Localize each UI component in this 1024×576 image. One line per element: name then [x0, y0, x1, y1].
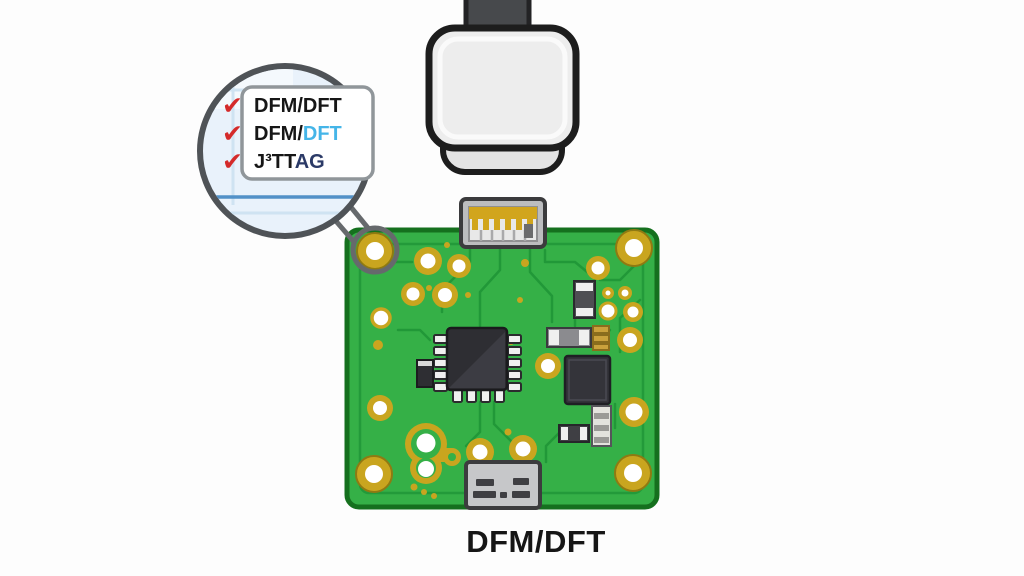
pcb-board — [344, 197, 660, 510]
pcb-mounting-holes — [355, 229, 653, 493]
small-component — [416, 359, 434, 388]
usb-plug-body — [425, 24, 580, 152]
main-ic-chip — [433, 326, 522, 403]
usb-plug-highlight — [437, 36, 568, 140]
passive-components — [546, 280, 612, 447]
usb-footprint-connector — [464, 460, 542, 510]
magnifier-icon — [197, 63, 400, 275]
dual-pad-component — [405, 423, 461, 499]
magnifier-handle — [333, 204, 400, 275]
pcb-vias — [367, 242, 649, 466]
usb-plug — [425, 0, 580, 175]
checklist-card — [240, 85, 375, 181]
qfn-chip — [563, 354, 612, 406]
jtag-header-connector — [459, 197, 547, 249]
